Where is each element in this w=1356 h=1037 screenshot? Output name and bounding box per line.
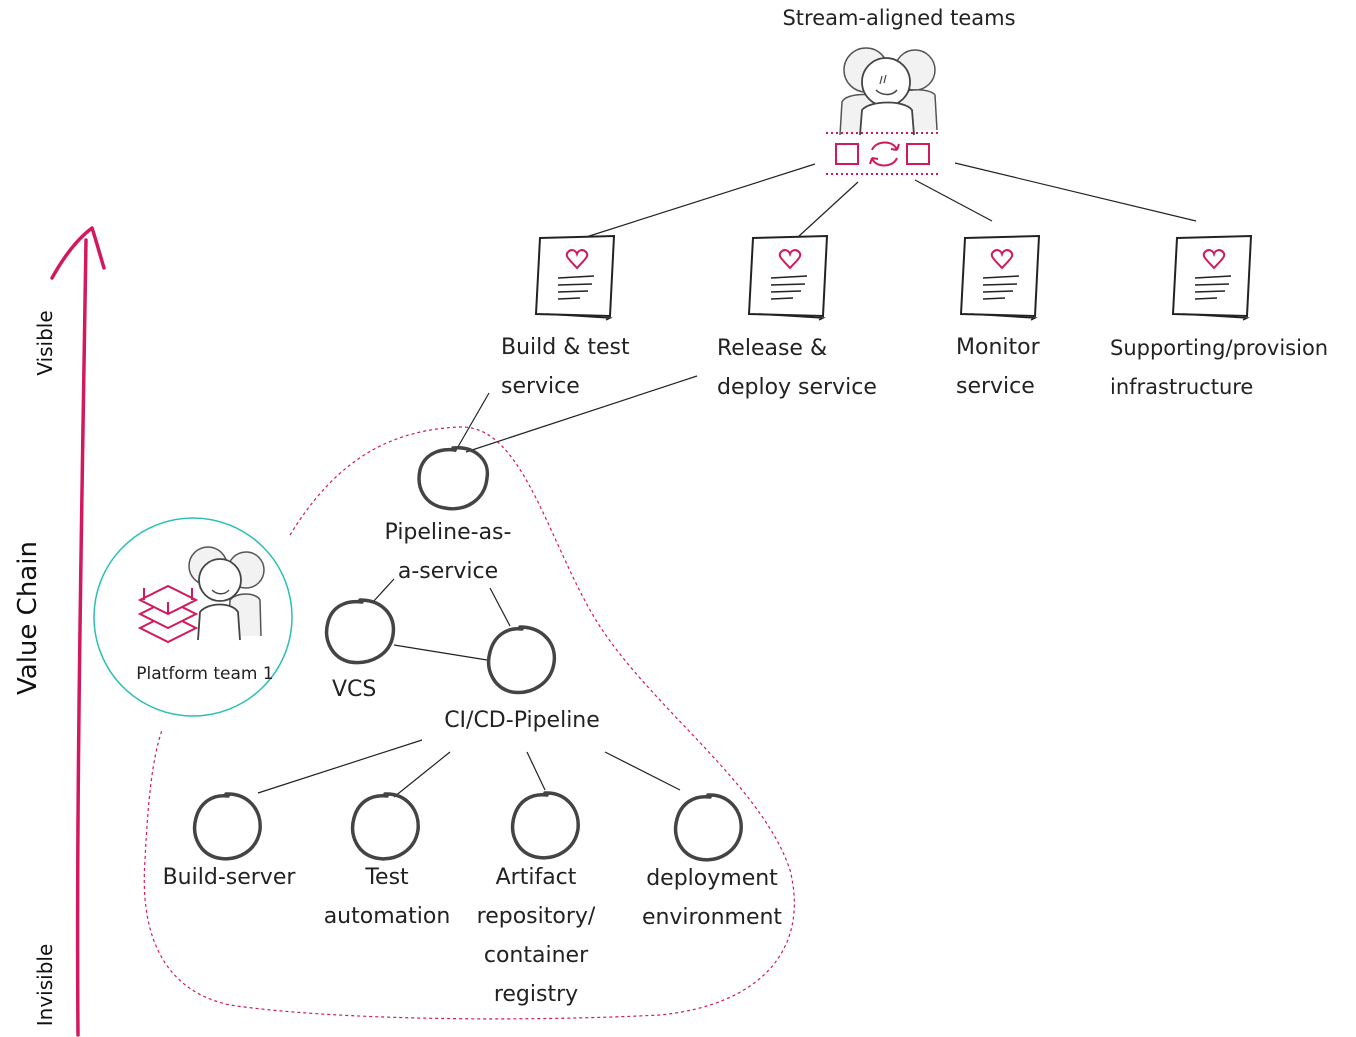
cicd-label: CI/CD-Pipeline [444,708,600,733]
connector-lines [257,162,1197,798]
deployment-node-icon [674,793,743,862]
vcs-node-icon [325,598,396,665]
build-server-node-icon [193,792,262,861]
platform-boundary [143,426,795,1020]
axis-top-label: Visible [33,310,57,376]
team-people-icon [839,47,938,136]
service-label-build-test: Build & test service [501,335,630,399]
axis-bottom-label: Invisible [33,943,57,1027]
platform-team-badge [93,517,293,717]
vcs-label: VCS [332,677,377,702]
service-label-release-deploy: Release & deploy service [717,336,877,400]
team-people-icon [188,546,265,641]
service-document-heart-icon [534,234,616,321]
stream-team-label: Stream-aligned teams [782,6,1016,30]
test-automation-label: Test automation [323,865,451,929]
artifact-node-icon [511,791,580,860]
service-label-infrastructure: Supporting/provision infrastructure [1110,336,1329,399]
service-document-heart-icon [1171,234,1253,321]
service-document-heart-icon [747,234,829,321]
pipeline-label: Pipeline-as- a-service [384,520,512,584]
service-icons [534,234,1253,321]
artifact-label: Artifact repository/ container registry [476,865,596,1007]
axis-title: Value Chain [13,541,43,695]
platform-stack-icon [137,584,199,644]
build-server-label: Build-server [162,865,296,890]
deployment-label: deployment environment [641,866,783,930]
service-label-monitor: Monitor service [956,335,1040,399]
test-automation-node-icon [351,792,420,861]
platform-team-label: Platform team 1 [136,664,274,684]
cicd-node-icon [487,625,557,695]
value-chain-arrow [50,226,106,1037]
pipeline-node-icon [417,446,490,511]
service-document-heart-icon [959,234,1041,321]
stream-flow-band [826,132,940,175]
